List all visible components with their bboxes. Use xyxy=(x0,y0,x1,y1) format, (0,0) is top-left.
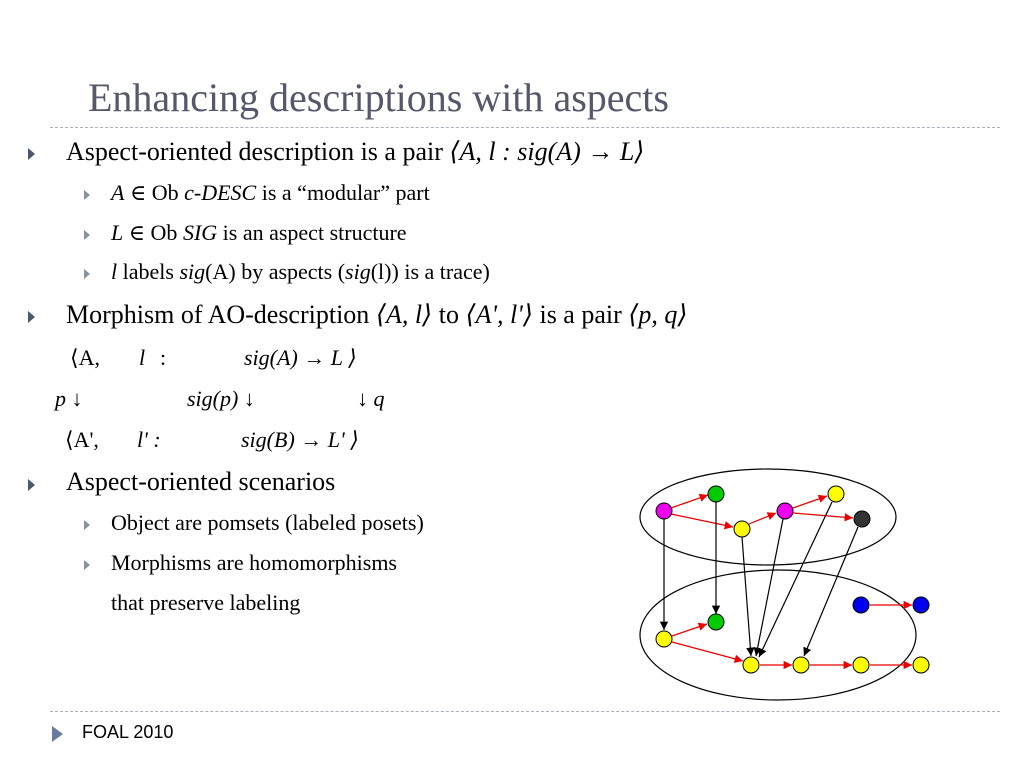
c-desc: c-DESC xyxy=(184,180,257,205)
node-blue xyxy=(912,596,930,614)
edge-mapping xyxy=(803,526,859,657)
text: is a pair xyxy=(532,300,629,329)
node-green xyxy=(707,485,725,503)
bullet-marker xyxy=(28,479,35,491)
footer-triangle-icon xyxy=(52,726,63,742)
fn-sig: sig xyxy=(179,259,206,284)
node-magenta xyxy=(776,502,794,520)
node-yellow xyxy=(655,630,673,648)
var-a: A xyxy=(111,180,125,205)
text: to xyxy=(432,300,466,329)
edge-red xyxy=(792,494,828,509)
edge-mapping xyxy=(753,518,784,657)
lower-pomset-ellipse xyxy=(639,569,917,701)
edge-red xyxy=(670,513,734,530)
matrix-r1-c3: : xyxy=(160,345,167,370)
bullet-scenarios: Aspect-oriented scenarios xyxy=(66,467,336,496)
sub-bullet-marker xyxy=(84,520,90,530)
matrix-r1-c1: ⟨A, xyxy=(70,345,100,370)
bullet-marker xyxy=(28,311,35,323)
bullet-marker xyxy=(28,148,35,160)
sub-bullet-labels: l labels sig(A) by aspects (sig(l)) is a… xyxy=(111,259,490,285)
formula: ⟨A, l⟩ xyxy=(375,300,433,329)
edge-red xyxy=(792,512,854,522)
node-yellow xyxy=(733,520,751,538)
rel: ∈ Ob xyxy=(123,220,183,245)
fn-arg: (l) xyxy=(370,259,392,284)
node-blue xyxy=(852,596,870,614)
sub-bullet-marker xyxy=(84,560,90,570)
sub-bullet-l: L ∈ Ob SIG is an aspect structure xyxy=(111,220,407,246)
text: Morphism of AO-description xyxy=(66,300,376,329)
fn-arg: (A) xyxy=(205,259,236,284)
rest: is a “modular” part xyxy=(256,180,430,205)
matrix-r2-c3: ↓ q xyxy=(357,386,385,411)
text: ) is a trace) xyxy=(391,259,490,284)
formula: ⟨A', l'⟩ xyxy=(465,300,533,329)
pair-formula: ⟨A, l : sig(A) → L⟩ xyxy=(449,137,645,166)
sub-bullet-marker xyxy=(84,230,90,240)
sub-bullet-marker xyxy=(84,190,90,200)
rest: is an aspect structure xyxy=(217,220,407,245)
fn-sig: sig xyxy=(345,259,371,284)
matrix-r2-c2: sig(p) ↓ xyxy=(187,386,255,411)
node-yellow xyxy=(742,656,760,674)
node-dark xyxy=(853,510,871,528)
formula: ⟨p, q⟩ xyxy=(628,300,688,329)
edge-mapping xyxy=(758,501,833,658)
matrix-r3-c1: ⟨A', xyxy=(65,427,99,452)
sub-bullet-morphisms-cont: that preserve labeling xyxy=(111,590,301,615)
sub-bullet-objects: Object are pomsets (labeled posets) xyxy=(111,510,424,535)
sub-bullet-morphisms: Morphisms are homomorphisms xyxy=(111,550,397,575)
matrix-r3-c2: l' : xyxy=(137,427,161,452)
title-divider xyxy=(50,127,1000,128)
bullet-ao-description: Aspect-oriented description is a pair ⟨A… xyxy=(66,137,644,167)
text: labels xyxy=(117,259,180,284)
var-l-upper: L xyxy=(111,220,124,245)
node-green xyxy=(707,613,725,631)
footer-divider xyxy=(50,711,1000,712)
upper-pomset-ellipse xyxy=(639,468,897,566)
matrix-r1-c2: l xyxy=(139,345,146,370)
edge-red xyxy=(671,641,744,663)
sig: SIG xyxy=(182,220,218,245)
matrix-r2-c1: p ↓ xyxy=(55,386,83,411)
bullet-morphism: Morphism of AO-description ⟨A, l⟩ to ⟨A'… xyxy=(66,300,688,330)
bullet-text: Aspect-oriented description is a pair xyxy=(66,137,443,166)
var-l: l xyxy=(111,259,118,284)
sub-bullet-marker xyxy=(84,269,90,279)
node-yellow xyxy=(852,656,870,674)
footer-text: FOAL 2010 xyxy=(82,722,174,742)
node-magenta xyxy=(655,502,673,520)
matrix-r1-c4: sig(A) → L ⟩ xyxy=(244,345,357,370)
edge-red xyxy=(671,622,708,637)
edge-red xyxy=(670,493,709,509)
edge-red xyxy=(748,512,777,525)
rel: ∈ Ob xyxy=(124,180,185,205)
matrix-r3-c4: sig(B) → L' ⟩ xyxy=(241,427,359,452)
slide-title: Enhancing descriptions with aspects xyxy=(88,75,669,120)
node-yellow xyxy=(912,656,930,674)
sub-bullet-a: A ∈ Ob c-DESC is a “modular” part xyxy=(111,180,430,206)
text: by aspects ( xyxy=(235,259,346,284)
node-yellow xyxy=(792,656,810,674)
node-yellow xyxy=(827,485,845,503)
edge-mapping xyxy=(741,536,755,657)
